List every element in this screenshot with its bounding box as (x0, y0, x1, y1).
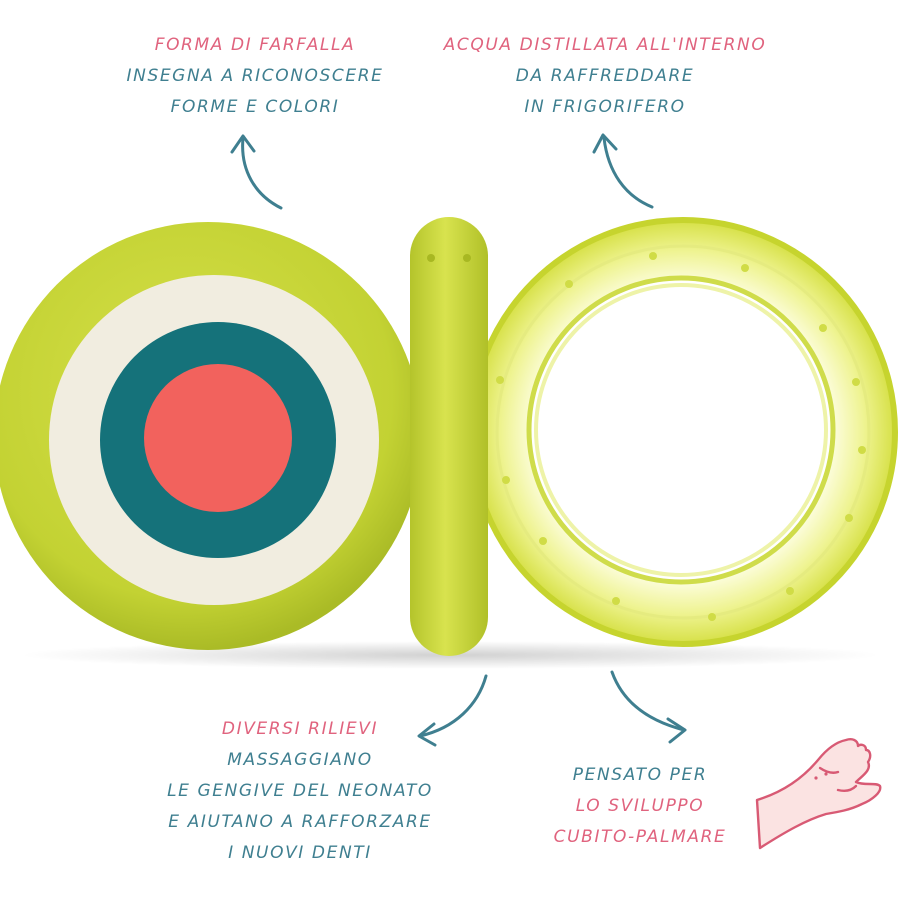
right-ring (468, 217, 898, 647)
annotation-line: I NUOVI DENTI (228, 843, 372, 863)
annotation-bottom-left: DIVERSI RILIEVI MASSAGGIANO LE GENGIVE D… (140, 714, 460, 869)
annotation-line: LE GENGIVE DEL NEONATO (167, 781, 433, 801)
hand-icon (755, 738, 882, 850)
arrow-icon (230, 134, 283, 210)
annotation-heading: FORMA DI FARFALLA (154, 35, 356, 55)
center-bar (410, 217, 488, 656)
left-disc (0, 222, 422, 650)
annotation-top-right: ACQUA DISTILLATA ALL'INTERNO DA RAFFREDD… (420, 30, 790, 123)
annotation-top-left: FORMA DI FARFALLA INSEGNA A RICONOSCERE … (110, 30, 400, 123)
annotation-bottom-right: PENSATO PER LO SVILUPPO CUBITO-PALMARE (540, 760, 740, 853)
annotation-line: DA RAFFREDDARE (515, 66, 695, 86)
arrow-icon (610, 670, 687, 744)
arrow-icon (592, 133, 654, 209)
annotation-line: E AIUTANO A RAFFORZARE (168, 812, 432, 832)
annotation-line: IN FRIGORIFERO (524, 97, 686, 117)
annotation-heading: LO SVILUPPO (575, 796, 705, 816)
annotation-line: FORME E COLORI (170, 97, 340, 117)
ring-bumps (496, 252, 866, 621)
annotation-heading: DIVERSI RILIEVI (221, 719, 379, 739)
annotation-line: PENSATO PER (572, 765, 708, 785)
annotation-line: INSEGNA A RICONOSCERE (126, 66, 384, 86)
arrow-icon (417, 674, 488, 747)
annotation-line: MASSAGGIANO (227, 750, 373, 770)
annotation-heading: ACQUA DISTILLATA ALL'INTERNO (443, 35, 767, 55)
annotation-heading: CUBITO-PALMARE (553, 827, 727, 847)
